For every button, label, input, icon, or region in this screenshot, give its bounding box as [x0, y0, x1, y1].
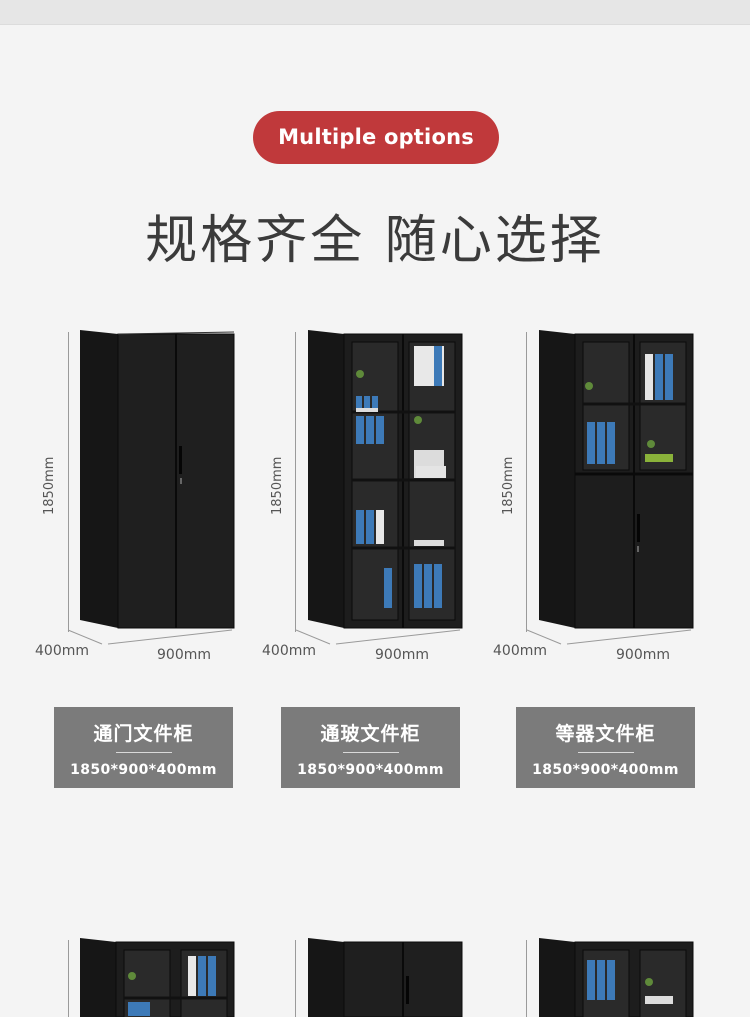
height-dimension-label: 1850mm	[270, 456, 285, 515]
cabinet-preview-5	[308, 938, 463, 1017]
product-name: 等器文件柜	[555, 723, 656, 745]
page-headline: 规格齐全 随心选择	[145, 211, 605, 271]
cabinet-glass-doors	[308, 330, 463, 629]
label-divider	[115, 752, 172, 753]
cabinet-preview-4	[80, 938, 235, 1017]
label-divider	[577, 752, 634, 753]
footprint-lines	[526, 629, 692, 645]
height-dimension-line	[295, 332, 296, 632]
height-dimension-line	[526, 940, 527, 1017]
height-dimension-label: 1850mm	[501, 456, 516, 515]
width-dimension-label: 900mm	[616, 647, 670, 663]
product-label-2: 通玻文件柜 1850*900*400mm	[281, 707, 460, 788]
width-dimension-label: 900mm	[157, 647, 211, 663]
depth-dimension-label: 400mm	[493, 643, 547, 659]
width-dimension-label: 900mm	[375, 647, 429, 663]
height-dimension-line	[526, 332, 527, 632]
depth-dimension-label: 400mm	[35, 643, 89, 659]
depth-dimension-label: 400mm	[262, 643, 316, 659]
multiple-options-badge: Multiple options	[253, 111, 499, 164]
footprint-lines	[67, 629, 233, 645]
cabinet-preview-6	[539, 938, 694, 1017]
product-spec: 1850*900*400mm	[70, 762, 217, 778]
height-dimension-line	[68, 332, 69, 632]
product-label-3: 等器文件柜 1850*900*400mm	[516, 707, 695, 788]
product-name: 通玻文件柜	[320, 723, 421, 745]
cabinet-solid-doors	[80, 330, 235, 629]
product-label-1: 通门文件柜 1850*900*400mm	[54, 707, 233, 788]
cabinet-glass-top	[539, 330, 694, 629]
product-spec: 1850*900*400mm	[532, 762, 679, 778]
product-name: 通门文件柜	[93, 723, 194, 745]
product-spec: 1850*900*400mm	[297, 762, 444, 778]
height-dimension-line	[295, 940, 296, 1017]
height-dimension-line	[68, 940, 69, 1017]
footprint-lines	[295, 629, 461, 645]
label-divider	[342, 752, 399, 753]
height-dimension-label: 1850mm	[42, 456, 57, 515]
top-bar	[0, 0, 750, 25]
